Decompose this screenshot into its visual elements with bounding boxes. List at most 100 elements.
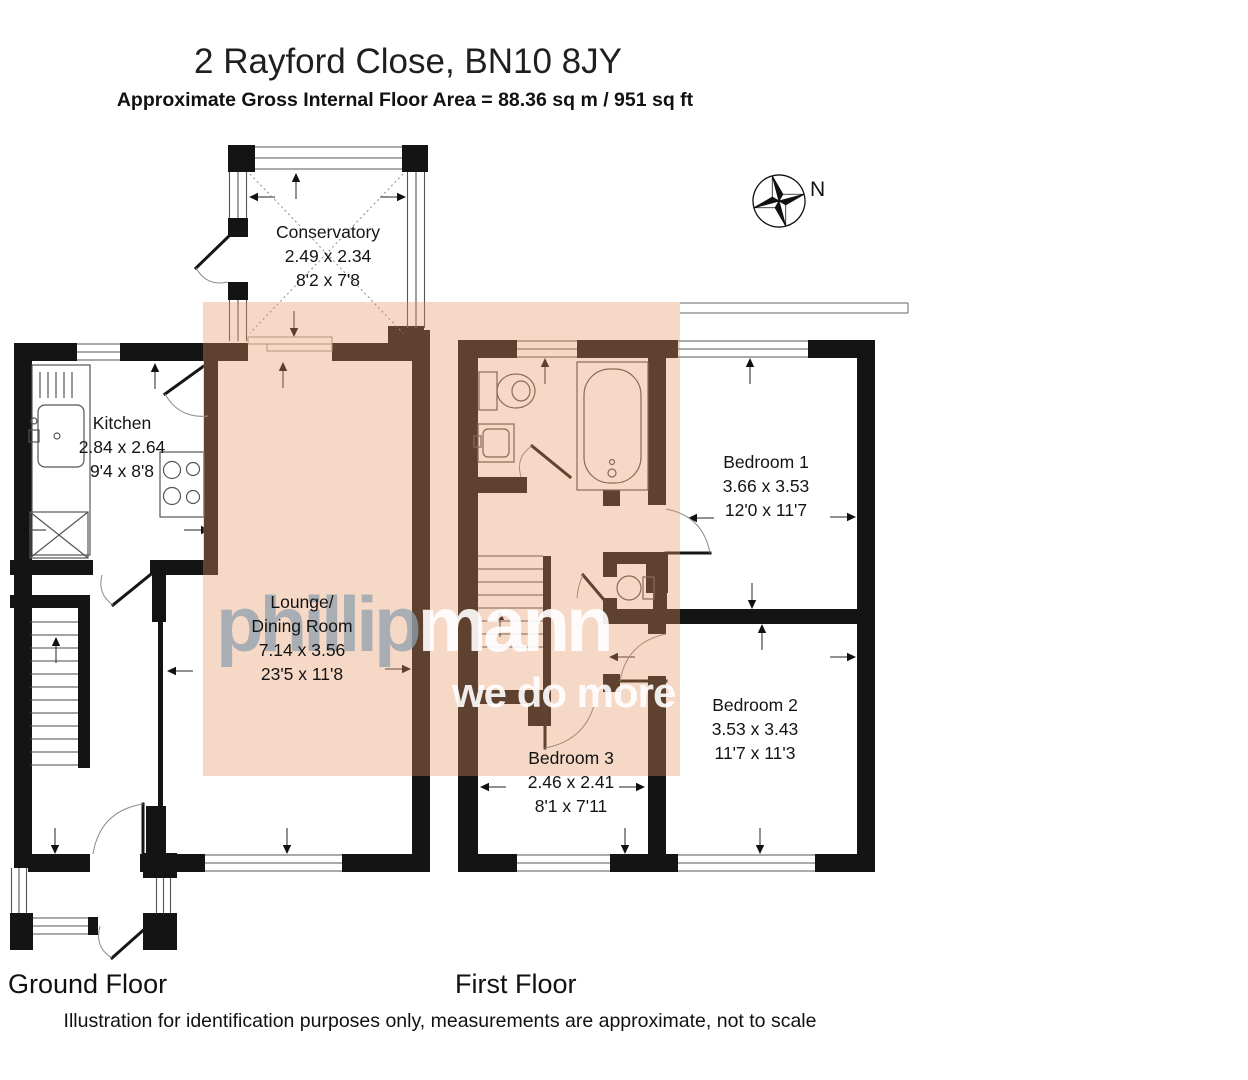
dimension-arrow — [282, 828, 292, 854]
dimension-arrow — [291, 173, 301, 199]
ground-floor-caption: Ground Floor — [8, 969, 168, 999]
wall-segment — [152, 560, 166, 622]
dimension-arrow — [380, 192, 406, 202]
room-imperial: 8'2 x 7'8 — [295, 270, 361, 290]
wall-segment — [648, 676, 666, 854]
room-name: Dining Room — [251, 616, 353, 636]
door-arcs — [92, 267, 711, 959]
threshold — [247, 336, 333, 352]
floor-area-subtitle: Approximate Gross Internal Floor Area = … — [116, 89, 694, 111]
room-metric: 2.49 x 2.34 — [284, 246, 372, 266]
wall-segment — [78, 608, 90, 768]
room-name: Lounge/ — [270, 592, 334, 612]
wall-segment — [158, 622, 163, 806]
kitchen-fixtures — [28, 364, 205, 559]
compass-north-label: N — [810, 178, 826, 201]
room-label-bedroom-2: Bedroom 2 3.53 x 3.43 11'7 x 11'3 — [712, 693, 799, 765]
dimension-arrow — [184, 525, 210, 535]
wall-segment — [146, 806, 166, 857]
wall-segment — [10, 913, 33, 950]
page-title: 2 Rayford Close, BN10 8JY — [194, 42, 622, 81]
wall-segment — [458, 690, 537, 704]
wall-segment — [528, 690, 545, 726]
dimension-arrow — [385, 664, 411, 674]
wall-segment — [204, 361, 218, 560]
dimension-arrow — [249, 192, 275, 202]
dimension-arrow — [830, 512, 856, 522]
dimension-arrow — [480, 782, 506, 792]
dimension-arrow — [620, 828, 630, 854]
room-name: Bedroom 2 — [712, 695, 798, 715]
wall-segment — [543, 556, 551, 726]
wall-segment — [653, 552, 667, 623]
wall-segment — [458, 340, 478, 870]
room-imperial: 9'4 x 8'8 — [89, 461, 155, 481]
dimension-arrow — [495, 611, 505, 637]
dimension-arrow — [830, 652, 856, 662]
watermark-word-primary: phillip — [216, 580, 422, 668]
dimension-arrow — [278, 362, 288, 388]
wall-segment — [603, 674, 620, 692]
wall-segment — [28, 854, 90, 872]
dimension-arrow — [289, 311, 299, 337]
room-imperial: 8'1 x 7'11 — [534, 796, 608, 816]
room-metric: 2.84 x 2.64 — [78, 437, 166, 457]
dimension-arrow — [540, 358, 550, 384]
room-name: Conservatory — [275, 222, 381, 242]
wall-segment — [577, 340, 678, 358]
room-metric: 3.66 x 3.53 — [722, 476, 810, 496]
room-label-conservatory: Conservatory 2.49 x 2.34 8'2 x 7'8 — [276, 220, 380, 292]
watermark-logo: phillipmann — [216, 585, 614, 663]
wall-segment — [143, 913, 177, 950]
room-metric: 3.53 x 3.43 — [711, 719, 799, 739]
room-metric: 2.46 x 2.41 — [527, 772, 615, 792]
disclaimer-text: Illustration for identification purposes… — [63, 1010, 817, 1032]
highlight-overlay — [203, 302, 680, 776]
wall-segment — [342, 854, 430, 872]
room-imperial: 23'5 x 11'8 — [260, 664, 344, 684]
dimension-arrow — [619, 782, 645, 792]
dimension-arrow — [51, 637, 61, 663]
wall-segment — [648, 624, 666, 634]
wall-segment — [857, 340, 875, 872]
room-label-kitchen: Kitchen 2.84 x 2.64 9'4 x 8'8 — [79, 411, 166, 483]
wall-segment — [610, 854, 678, 872]
wall-segment — [88, 917, 98, 935]
wall-segment — [228, 145, 255, 172]
room-name: Kitchen — [92, 413, 152, 433]
wall-segment — [228, 218, 248, 237]
dimension-arrow — [747, 583, 757, 609]
dimension-arrow — [167, 666, 193, 676]
room-label-lounge-dining: Lounge/ Dining Room 7.14 x 3.56 23'5 x 1… — [251, 590, 352, 686]
wall-segment — [412, 330, 430, 872]
conservatory-dashed-lines — [249, 173, 404, 334]
wall-segment — [603, 490, 620, 506]
first-floor-caption: First Floor — [455, 969, 577, 999]
dimension-arrow — [745, 358, 755, 384]
wall-segment — [120, 343, 248, 361]
wall-segment — [402, 145, 428, 172]
dimension-arrow — [50, 828, 60, 854]
wall-segment — [603, 598, 617, 623]
wall-segment — [150, 560, 218, 575]
wall-segment — [10, 560, 93, 575]
wall-segment — [228, 282, 248, 300]
room-name: Bedroom 3 — [528, 748, 614, 768]
door-leaves — [109, 234, 712, 961]
wall-segment — [603, 552, 617, 577]
wc-fixtures — [616, 575, 655, 601]
watermark-word-secondary: mann — [417, 580, 614, 668]
wall-segment — [458, 854, 517, 872]
wall-segment — [648, 358, 666, 505]
wall-segment — [140, 854, 205, 872]
roof-lines — [680, 302, 909, 314]
room-imperial: 12'0 x 11'7 — [724, 500, 808, 520]
wall-segment — [815, 854, 875, 872]
room-name: Bedroom 1 — [723, 452, 809, 472]
wall-segment — [332, 343, 412, 361]
dimension-arrow — [20, 525, 46, 535]
watermark-tagline: we do more — [452, 669, 676, 716]
room-label-bedroom-1: Bedroom 1 3.66 x 3.53 12'0 x 11'7 — [723, 450, 810, 522]
